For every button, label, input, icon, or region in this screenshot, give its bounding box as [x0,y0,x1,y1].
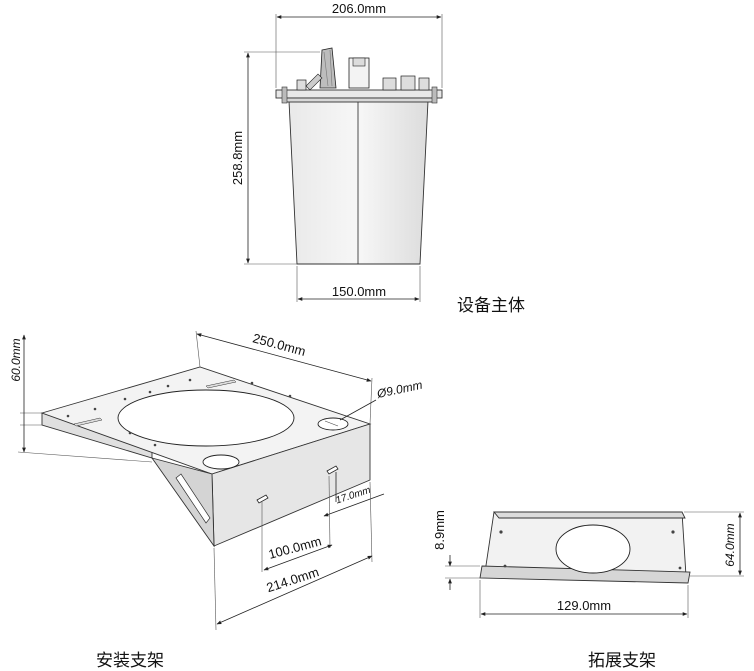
extension-bracket-caption: 拓展支架 [588,651,656,671]
mount-bracket-drawing: 60.0mm 250.0mm Ø9.0mm 17.0mm 100.0mm 214… [9,330,424,631]
mount-height-dim: 60.0mm [9,338,23,381]
main-unit-top-width-dim: 206.0mm [332,1,386,16]
mount-width-dim: 250.0mm [251,330,307,359]
extension-bracket-drawing: 8.9mm 64.0mm 129.0mm [432,510,744,618]
mount-bracket-caption: 安装支架 [96,651,164,671]
mount-slot-span-dim: 100.0mm [267,533,323,562]
main-unit-caption: 设备主体 [457,296,525,316]
extension-depth-dim: 64.0mm [723,523,737,566]
mount-hole-dim: Ø9.0mm [375,378,424,401]
main-unit-bottom-width-dim: 150.0mm [332,284,386,299]
extension-width-dim: 129.0mm [557,598,611,613]
main-unit-drawing: 206.0mm 258.8mm 150.0mm [230,1,443,302]
main-unit-height-dim: 258.8mm [230,131,245,185]
extension-thickness-dim: 8.9mm [432,510,447,550]
